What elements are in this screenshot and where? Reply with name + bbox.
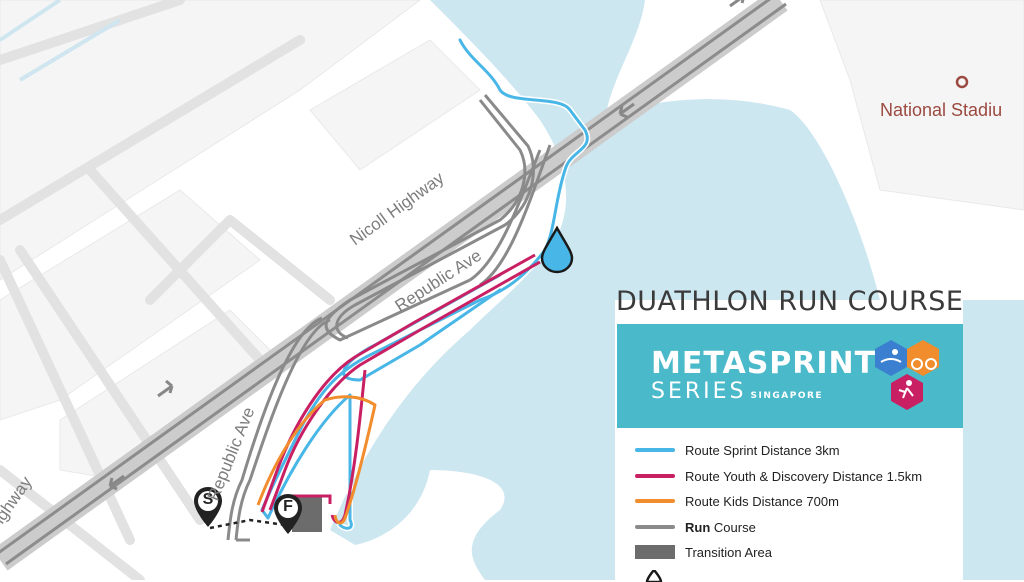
brand-sport-icons (875, 340, 939, 410)
water-body (330, 0, 1024, 580)
legend-item-transition: Transition Area (635, 542, 772, 562)
start-marker: S (193, 486, 223, 528)
land-blocks (0, 0, 1024, 481)
map-pin-icon (274, 494, 302, 534)
legend-swatch-run (635, 525, 675, 529)
stadium-marker-icon (955, 75, 969, 89)
legend-swatch-youth (635, 474, 675, 478)
water-station-legend-icon (645, 570, 663, 582)
bike-icon (907, 340, 939, 376)
legend-value-kids: 700m (806, 493, 839, 509)
legend-value-sprint: 3km (815, 442, 840, 458)
legend-item-kids: Route Kids Distance 700m (635, 491, 839, 511)
brand-series-text: SERIES (651, 379, 747, 404)
start-finish-connector (209, 518, 286, 530)
finish-marker: F (273, 493, 303, 535)
run-icon (891, 374, 923, 410)
finish-marker-label: F (283, 498, 293, 515)
legend-swatch-kids (635, 499, 675, 503)
legend-item-sprint: Route Sprint Distance 3km (635, 440, 840, 460)
route-kids (256, 395, 377, 525)
legend-item-run: Run Course (635, 517, 756, 537)
legend-label-youth: Route Youth & Discovery Distance (685, 468, 883, 484)
legend-swatch-transition (635, 545, 675, 559)
water-station-icon (540, 225, 574, 274)
legend-label-kids: Route Kids Distance (685, 493, 803, 509)
legend-item-youth: Route Youth & Discovery Distance 1.5km (635, 466, 922, 486)
legend-label-run: Course (713, 519, 756, 535)
legend-value-youth: 1.5km (886, 468, 923, 484)
legend: Route Sprint Distance 3km Route Youth & … (617, 428, 963, 582)
legend-label-sprint: Route Sprint Distance (685, 442, 812, 458)
direction-arrows (108, 0, 745, 491)
legend-label-run-bold: Run (685, 519, 711, 535)
run-course (226, 94, 552, 542)
brand-name: METASPRINT (651, 346, 877, 381)
legend-label-transition: Transition Area (685, 544, 772, 560)
light-roads-blue (0, 0, 122, 82)
brand-country: SINGAPORE (750, 391, 824, 401)
legend-swatch-sprint (635, 448, 675, 452)
national-stadium-label: National Stadiu (880, 100, 1003, 120)
start-marker-label: S (202, 491, 214, 508)
legend-title: DUATHLON RUN COURSE (616, 286, 964, 317)
map-pin-icon (194, 487, 222, 527)
